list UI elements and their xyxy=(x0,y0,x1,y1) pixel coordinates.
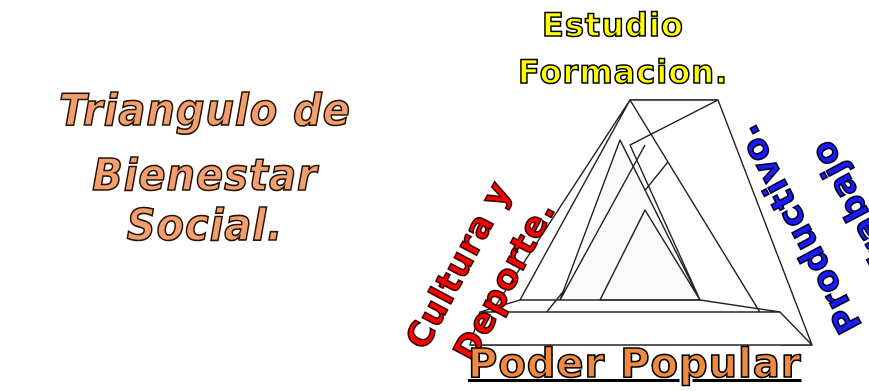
label-top-formacion: Formacion. xyxy=(517,52,729,92)
triangle-edge-b xyxy=(600,99,719,301)
triangle-edge-c xyxy=(599,209,701,301)
triangle-edge-d xyxy=(559,144,646,301)
label-top-estudio: Estudio xyxy=(541,5,684,45)
triangle-edge-e xyxy=(479,299,521,313)
diagram-title-line-1: Triangulo de xyxy=(58,85,351,136)
diagram-title-line-2: Bienestar Social. xyxy=(91,151,318,252)
label-bottom-poder-popular: Poder Popular xyxy=(467,340,802,388)
triangle-edge-f xyxy=(699,299,781,313)
